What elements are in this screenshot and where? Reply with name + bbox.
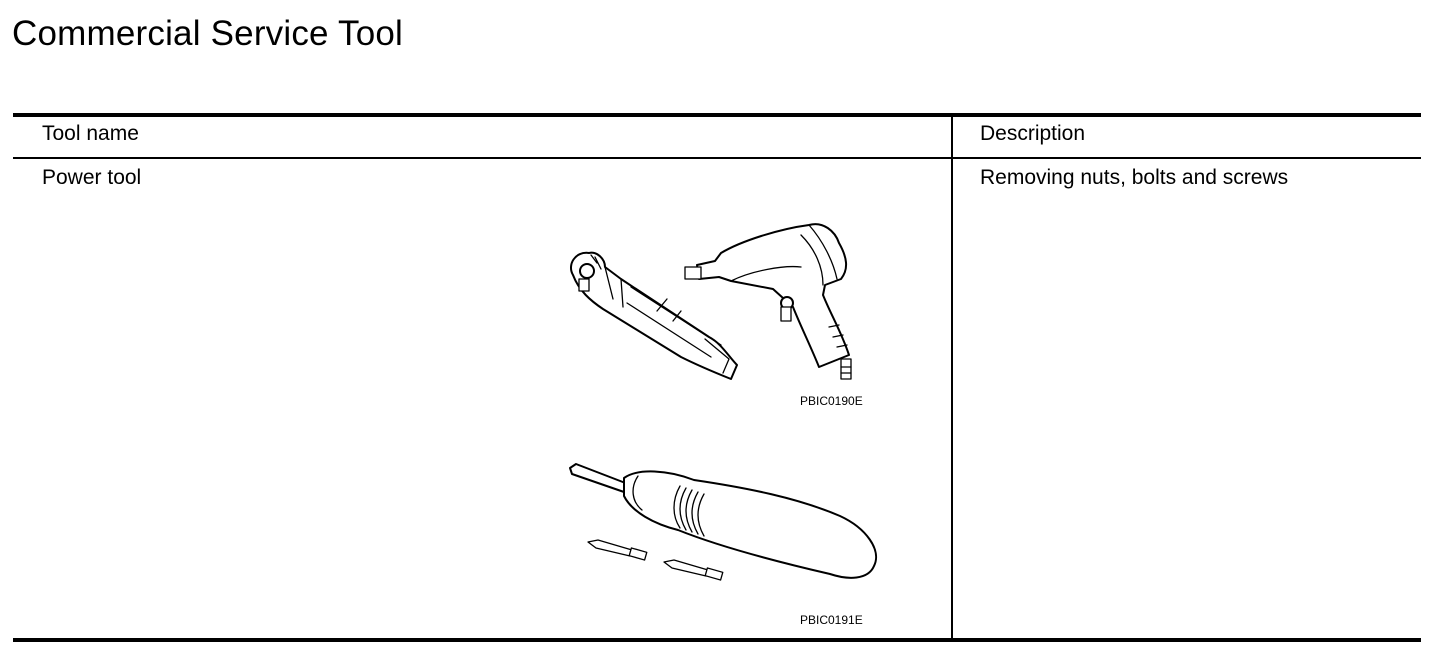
power-screwdriver-icon bbox=[569, 463, 877, 579]
cell-description: Removing nuts, bolts and screws bbox=[980, 166, 1289, 189]
table-header-rule bbox=[13, 157, 1421, 159]
ratchet-wrench-icon bbox=[570, 251, 738, 380]
impact-wrench-icon bbox=[684, 223, 852, 380]
table-bottom-rule bbox=[13, 638, 1421, 642]
screwdriver-bit-icon bbox=[587, 539, 724, 581]
cell-tool-name: Power tool bbox=[42, 166, 142, 189]
header-tool-name: Tool name bbox=[42, 122, 139, 145]
figure-power-tools-wrenches bbox=[561, 207, 881, 387]
page-title: Commercial Service Tool bbox=[12, 14, 404, 53]
figure-code-1: PBIC0190E bbox=[800, 394, 863, 408]
header-description: Description bbox=[980, 122, 1086, 145]
figure-code-2: PBIC0191E bbox=[800, 613, 863, 627]
column-divider bbox=[951, 117, 953, 638]
table-top-rule bbox=[13, 113, 1421, 117]
tool-table: Tool name Description Power tool Removin… bbox=[13, 113, 1421, 643]
figure-power-screwdriver bbox=[568, 458, 888, 598]
